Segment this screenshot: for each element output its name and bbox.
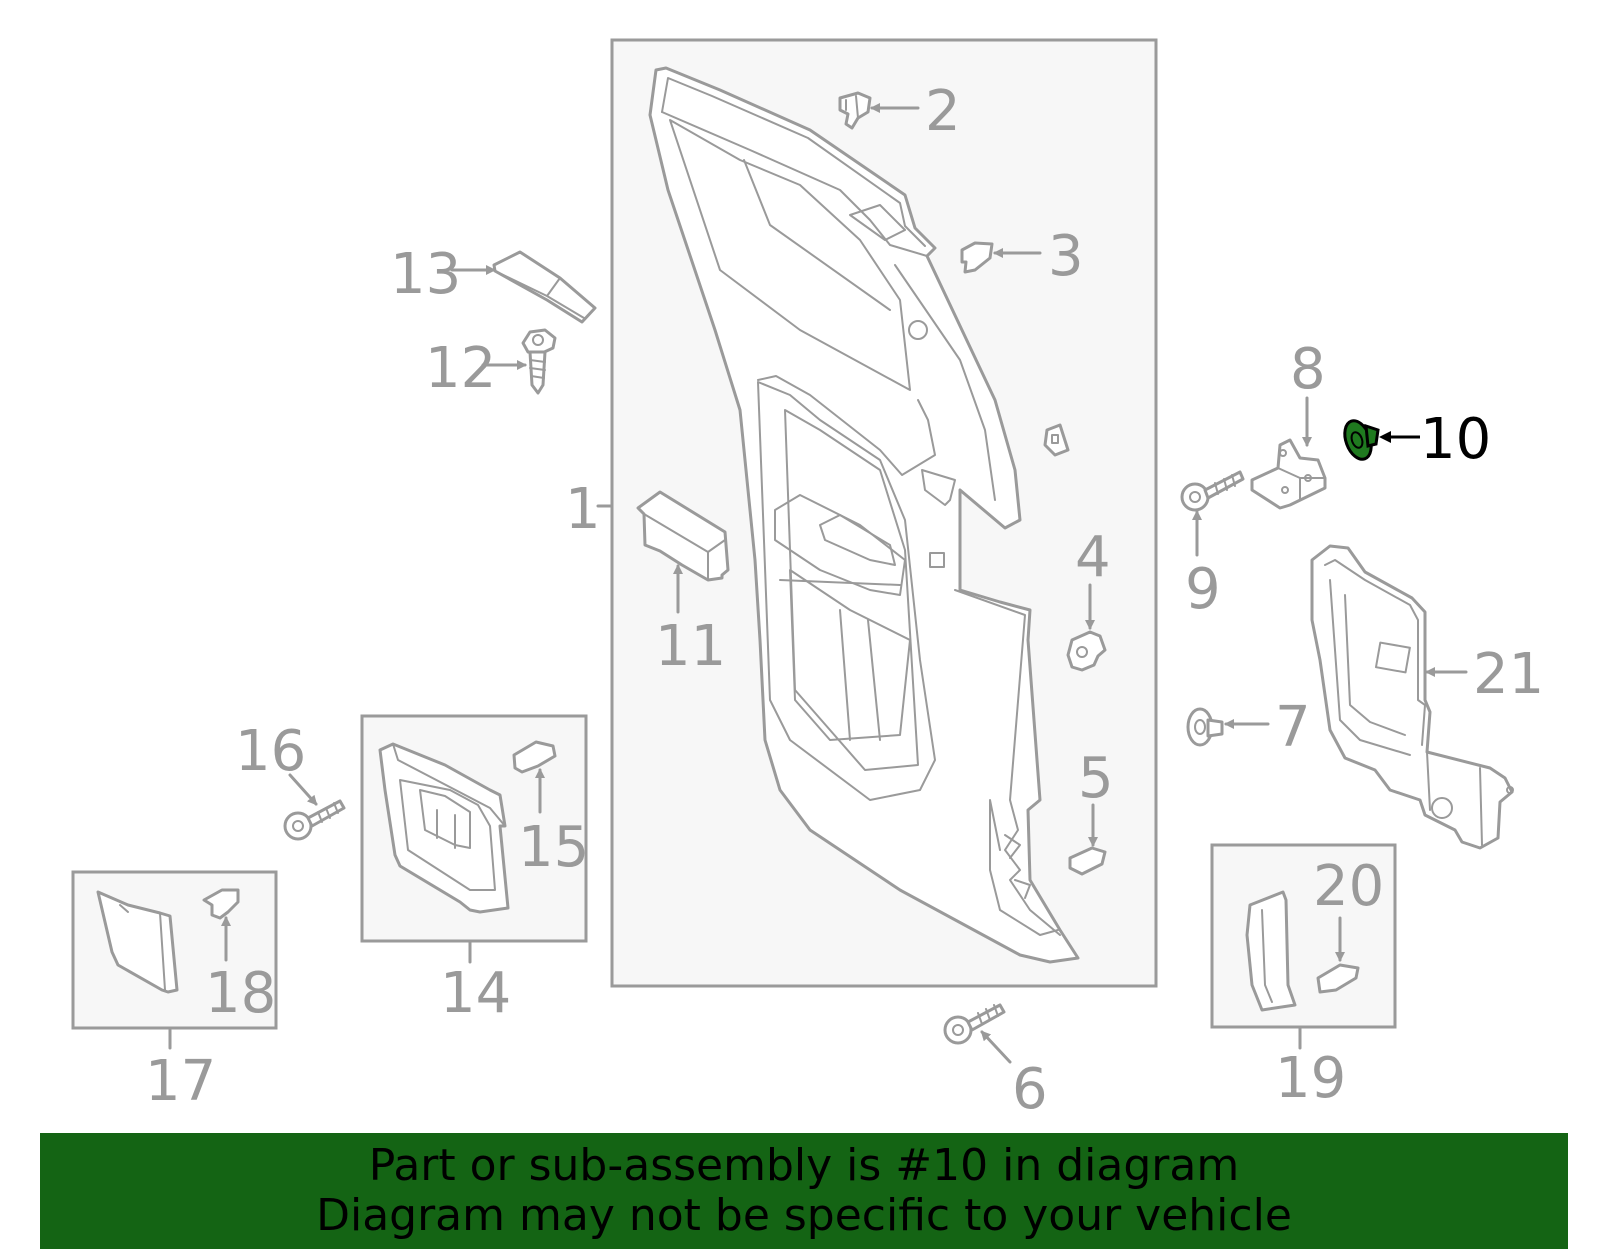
callout-2: 2 [925, 79, 961, 144]
trim-piece-part-19[interactable] [1245, 890, 1297, 1012]
clip-part-5[interactable] [1068, 846, 1107, 876]
door-trim-panel-part-1[interactable] [648, 66, 1080, 964]
trim-piece-part-17[interactable] [96, 890, 179, 994]
bracket-part-8[interactable] [1250, 438, 1327, 510]
banner-line-1: Part or sub-assembly is #10 in diagram [368, 1140, 1240, 1191]
callout-20: 20 [1313, 854, 1384, 919]
callout-21: 21 [1473, 642, 1544, 707]
clip-part-2[interactable] [838, 91, 872, 130]
callout-10: 10 [1420, 407, 1491, 472]
handle-bezel-part-14[interactable] [378, 742, 510, 914]
clip-small[interactable] [1043, 423, 1070, 457]
callout-4: 4 [1075, 525, 1111, 590]
clip-part-3[interactable] [960, 241, 994, 274]
screw-part-12[interactable] [521, 328, 557, 395]
callout-8: 8 [1290, 337, 1326, 402]
callout-15: 15 [518, 815, 589, 880]
clip-part-20[interactable] [1316, 963, 1360, 994]
clip-part-15[interactable] [512, 740, 557, 774]
callout-11: 11 [655, 614, 726, 679]
highlighted-part-10[interactable] [1340, 417, 1380, 463]
screw-part-6[interactable] [943, 1003, 1006, 1045]
clip-small-hole [1051, 434, 1059, 444]
callout-16: 16 [235, 719, 306, 784]
callout-18: 18 [205, 961, 276, 1026]
info-banner: Part or sub-assembly is #10 in diagram D… [40, 1133, 1568, 1249]
callout-5: 5 [1078, 746, 1114, 811]
callout-6: 6 [1012, 1057, 1048, 1122]
callout-13: 13 [390, 242, 461, 307]
cover-part-11[interactable] [636, 490, 730, 582]
clip-part-4[interactable] [1066, 630, 1107, 672]
callout-3: 3 [1048, 224, 1084, 289]
callout-9: 9 [1185, 557, 1221, 622]
pin-part-7[interactable] [1186, 707, 1224, 747]
leader-6 [980, 1030, 1012, 1064]
banner-line-2: Diagram may not be specific to your vehi… [316, 1190, 1292, 1241]
sub-assembly-box-19 [1210, 843, 1397, 1029]
callout-7: 7 [1275, 695, 1311, 760]
screw-part-16[interactable] [283, 799, 346, 841]
leader-16 [288, 773, 318, 806]
callout-17: 17 [145, 1049, 216, 1114]
panel-part-21[interactable] [1310, 544, 1514, 850]
trim-strip-part-13[interactable] [492, 250, 597, 324]
callout-1: 1 [565, 477, 601, 542]
clip-part-18[interactable] [202, 888, 240, 920]
screw-part-9[interactable] [1180, 470, 1245, 512]
callout-12: 12 [425, 336, 496, 401]
callout-19: 19 [1275, 1046, 1346, 1111]
callout-14: 14 [440, 961, 511, 1026]
